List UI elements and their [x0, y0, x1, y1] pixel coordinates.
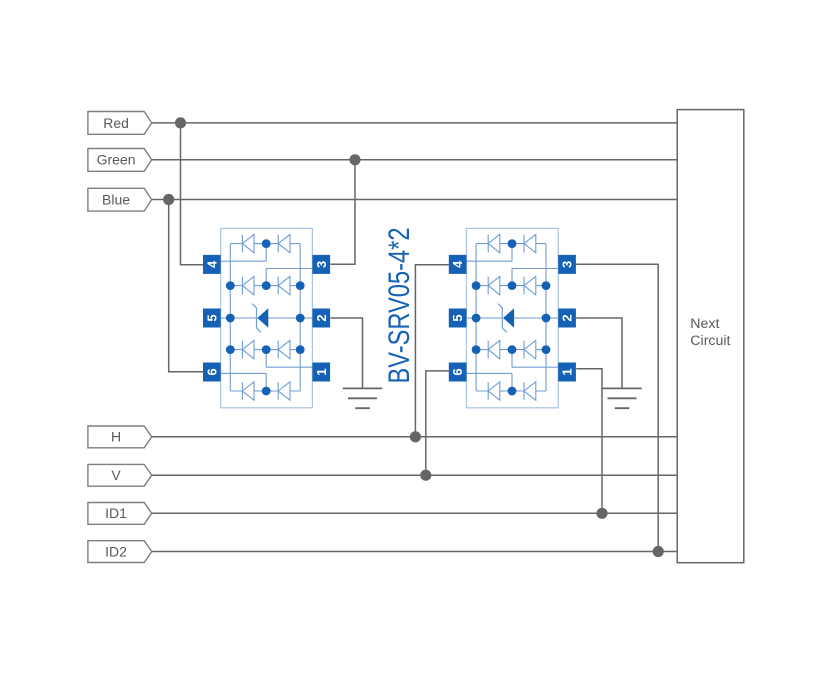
svg-text:V: V — [111, 467, 121, 483]
svg-text:Next: Next — [690, 316, 719, 332]
svg-text:H: H — [111, 429, 121, 445]
svg-text:ID2: ID2 — [105, 543, 127, 559]
svg-text:ID1: ID1 — [105, 505, 127, 521]
svg-text:BV-SRV05-4*2: BV-SRV05-4*2 — [383, 228, 416, 384]
svg-text:Red: Red — [103, 115, 129, 131]
svg-text:Circuit: Circuit — [690, 333, 730, 349]
svg-text:Blue: Blue — [102, 191, 130, 207]
svg-text:Green: Green — [97, 152, 136, 168]
